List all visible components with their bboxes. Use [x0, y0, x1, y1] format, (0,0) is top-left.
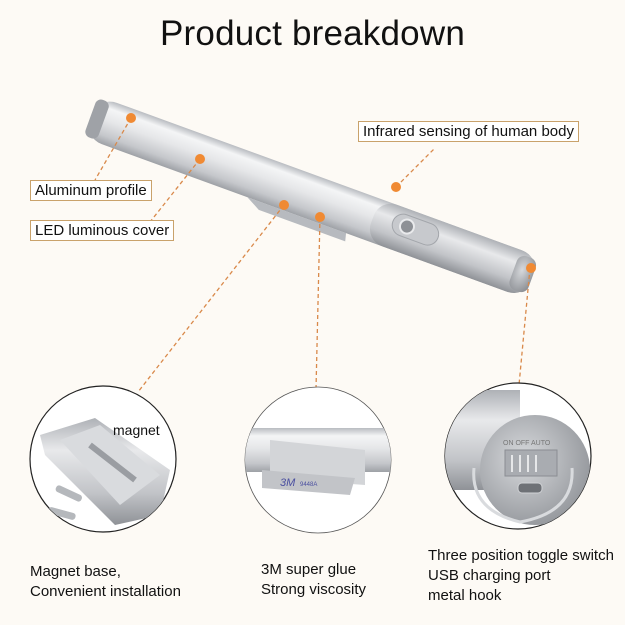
detail-magnet-base [29, 385, 177, 533]
svg-text:ON OFF AUTO: ON OFF AUTO [503, 440, 551, 447]
caption-magnet-base: Magnet base, Convenient installation [30, 563, 181, 600]
label-aluminum-profile: Aluminum profile [30, 180, 152, 201]
caption-3m-glue: 3M super glue Strong viscosity [261, 561, 367, 598]
caption-end-cap: Three position toggle switch USB chargin… [428, 547, 614, 604]
callout-dots [126, 113, 536, 273]
detail-3m-glue: 3M 9448A [244, 386, 392, 534]
label-led-cover: LED luminous cover [30, 220, 175, 241]
magnet-inner-label: magnet [113, 422, 160, 438]
page-title: Product breakdown [160, 14, 465, 53]
label-infrared-sensor: Infrared sensing of human body [358, 121, 579, 142]
svg-text:9448A: 9448A [300, 482, 317, 488]
light-bar [85, 99, 537, 294]
detail-end-cap: ON OFF AUTO [444, 382, 592, 530]
svg-text:3M: 3M [280, 477, 296, 489]
